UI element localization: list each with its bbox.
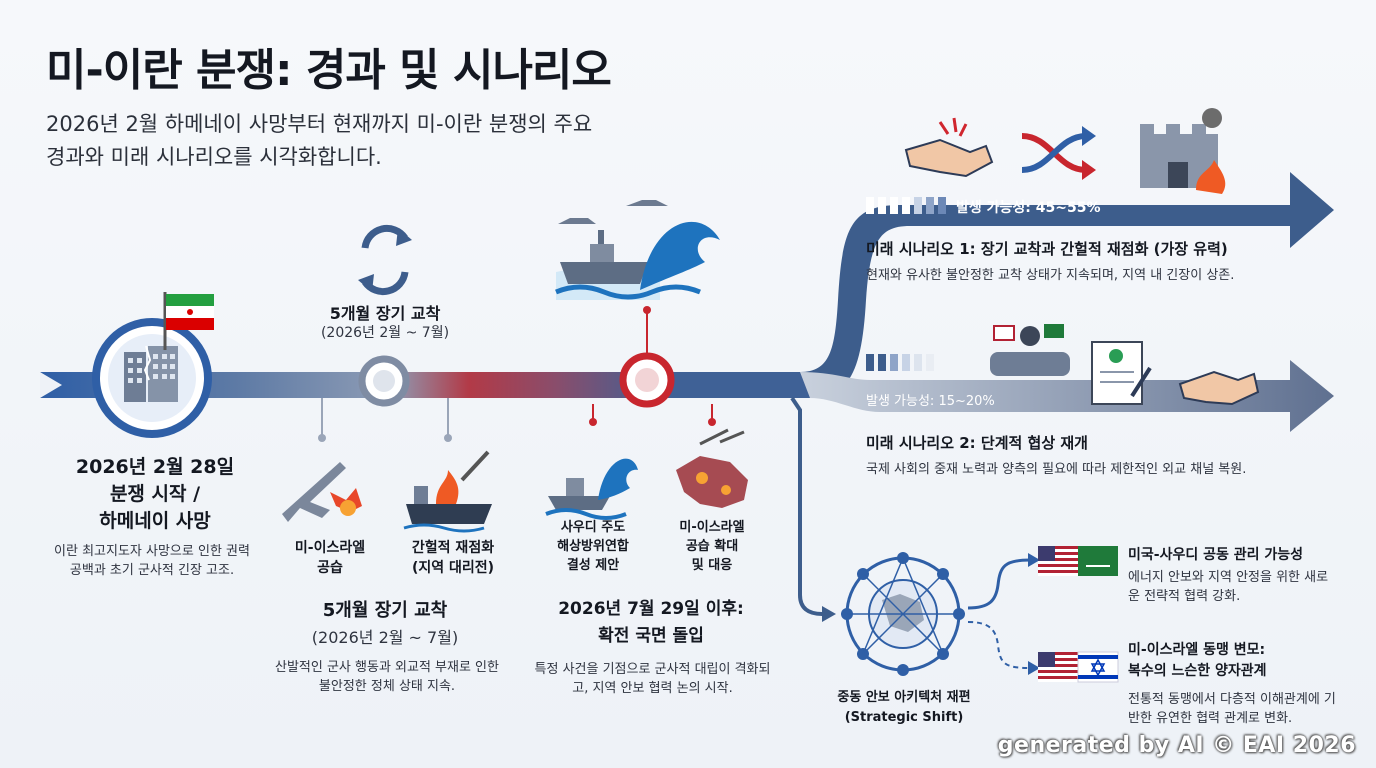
stage3-event-escalation: 미-이스라엘 공습 확대 및 대응 bbox=[679, 520, 745, 573]
stage2-top-label: 5개월 장기 교착 bbox=[329, 304, 441, 323]
negotiation-table-icon bbox=[990, 324, 1070, 376]
scenario2-arrow bbox=[800, 360, 1334, 432]
scenario1-arrow bbox=[800, 172, 1334, 398]
strategic-shift-label: 중동 안보 아키텍처 재편 (Strategic Shift) bbox=[837, 690, 971, 725]
iran-flag-icon bbox=[163, 292, 214, 350]
scenario2-probability-bars bbox=[866, 354, 934, 371]
handshake-strain-icon bbox=[904, 117, 994, 178]
scenario2-probability: 발생 가능성: 15~20% bbox=[866, 394, 995, 409]
branch-us-saudi-title: 미국-사우디 공동 관리 가능성 bbox=[1128, 547, 1303, 563]
small-navy-icon bbox=[545, 458, 638, 520]
start-chevron bbox=[40, 372, 62, 398]
stage3-heading: 2026년 7월 29일 이후: 확전 국면 돌입 bbox=[558, 599, 744, 646]
us-saudi-flags-icon bbox=[1038, 546, 1118, 576]
page-subtitle: 2026년 2월 하메네이 사망부터 현재까지 미-이란 분쟁의 주요 경과와 … bbox=[46, 112, 593, 169]
stage2-heading: 5개월 장기 교착 bbox=[322, 600, 448, 621]
scenario1-probability-bars bbox=[866, 197, 946, 214]
handshake-icon bbox=[1178, 370, 1260, 406]
us-israel-flags-icon bbox=[1038, 651, 1119, 683]
stage1-description: 이란 최고지도자 사망으로 인한 권력 공백과 초기 군사적 긴장 고조. bbox=[54, 544, 250, 578]
stage2-description: 산발적인 군사 행동과 외교적 부재로 인한 불안정한 정체 상태 지속. bbox=[275, 660, 499, 694]
scenario2-description: 국제 사회의 중재 노력과 양측의 필요에 따라 제한적인 외교 채널 복원. bbox=[866, 462, 1247, 477]
stage3-description: 특정 사건을 기점으로 군사적 대립이 격화되고, 지역 안보 협력 논의 시작… bbox=[534, 662, 771, 696]
footer-credit: generated by AI © EAI 2026 bbox=[997, 733, 1356, 758]
scenario1-description: 현재와 유사한 불안정한 교착 상태가 지속되며, 지역 내 긴장이 상존. bbox=[866, 268, 1235, 283]
scenario1-title: 미래 시나리오 1: 장기 교착과 간헐적 재점화 (가장 유력) bbox=[866, 240, 1228, 258]
stage1-heading: 2026년 2월 28일 분쟁 시작 / 하메네이 사망 bbox=[75, 456, 235, 532]
stage2-event-reignite: 간헐적 재점화 (지역 대리전) bbox=[411, 540, 495, 576]
stage2-event-airstrike: 미-이스라엘 공습 bbox=[294, 540, 366, 576]
network-globe-icon bbox=[841, 552, 965, 676]
shuffle-arrows-icon bbox=[1021, 133, 1087, 173]
scenario2-title: 미래 시나리오 2: 단계적 협상 재개 bbox=[866, 434, 1088, 452]
page-title: 미-이란 분쟁: 경과 및 시나리오 bbox=[46, 45, 612, 96]
iran-map-strike-icon bbox=[676, 428, 748, 508]
navy-wave-icon bbox=[555, 200, 720, 300]
building-icon bbox=[124, 345, 178, 402]
fighter-jet-icon bbox=[282, 462, 362, 522]
branch-us-israel-title: 미-이스라엘 동맹 변모: 복수의 느슨한 양자관계 bbox=[1128, 642, 1267, 679]
stage2-heading-sub: (2026년 2월 ~ 7월) bbox=[311, 628, 459, 647]
branch-us-israel-description: 전통적 동맹에서 다층적 이해관계에 기반한 유연한 협력 관계로 변화. bbox=[1128, 692, 1336, 726]
castle-fire-icon bbox=[1140, 108, 1226, 194]
stage3-event-coalition: 사우디 주도 해상방위연합 결성 제안 bbox=[557, 520, 629, 573]
stage2-top-sub: (2026년 2월 ~ 7월) bbox=[320, 325, 450, 341]
branch-us-saudi-description: 에너지 안보와 지역 안정을 위한 새로운 전략적 협력 강화. bbox=[1128, 570, 1329, 604]
burning-tanker-icon bbox=[403, 450, 492, 533]
shift-connector bbox=[790, 396, 823, 616]
signed-document-icon bbox=[1091, 341, 1152, 405]
scenario1-probability: 발생 가능성: 45~55% bbox=[956, 200, 1101, 216]
